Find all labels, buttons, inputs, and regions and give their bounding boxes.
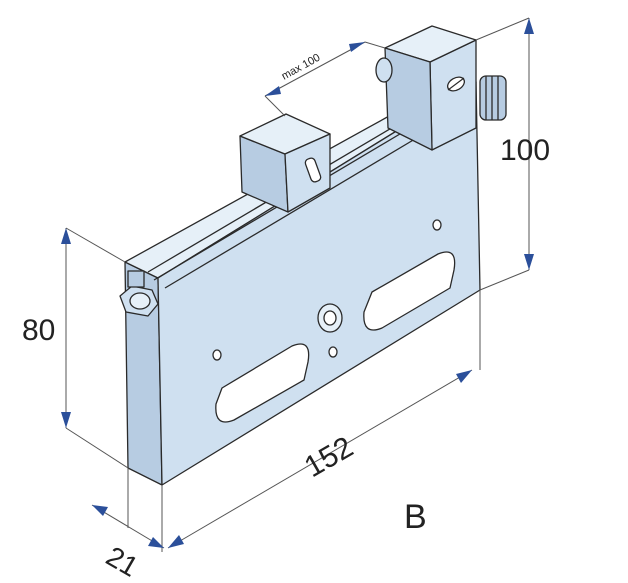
fixed-jaw-side — [384, 47, 433, 151]
hole-2 — [328, 346, 338, 358]
dim-label-length: 152 — [299, 430, 359, 484]
arrow-21-right — [148, 537, 164, 548]
threaded-spindle — [479, 75, 507, 121]
arrow-152-left — [168, 535, 184, 548]
arrow-80-top — [61, 228, 71, 244]
arrow-100-bottom — [524, 254, 534, 270]
rear-knob — [375, 57, 393, 83]
figure-label: B — [404, 498, 427, 536]
arrow-21-left — [92, 505, 108, 516]
arrow-152-right — [456, 370, 472, 383]
hole-3 — [432, 219, 442, 231]
arrow-max100-right — [349, 42, 365, 52]
arrow-max100-left — [265, 86, 281, 96]
dim-label-jaw-opening: max 100 — [280, 52, 323, 83]
top-rail-3 — [164, 135, 421, 289]
dim-label-height-right: 100 — [500, 134, 550, 167]
center-bore-inner — [323, 310, 337, 326]
movable-jaw-front — [284, 133, 331, 213]
dim-label-height-left: 80 — [22, 314, 55, 347]
jaw-slot — [304, 157, 322, 183]
hole-1 — [212, 349, 222, 361]
dimension-arrows — [61, 18, 534, 548]
arrow-80-bottom — [61, 412, 71, 428]
arrow-100-top — [524, 18, 534, 34]
dim-label-thickness: 21 — [101, 540, 143, 582]
slot-right — [363, 251, 456, 331]
slot-left — [215, 343, 310, 423]
vise-body — [119, 25, 507, 486]
hex-bolt — [119, 270, 159, 317]
